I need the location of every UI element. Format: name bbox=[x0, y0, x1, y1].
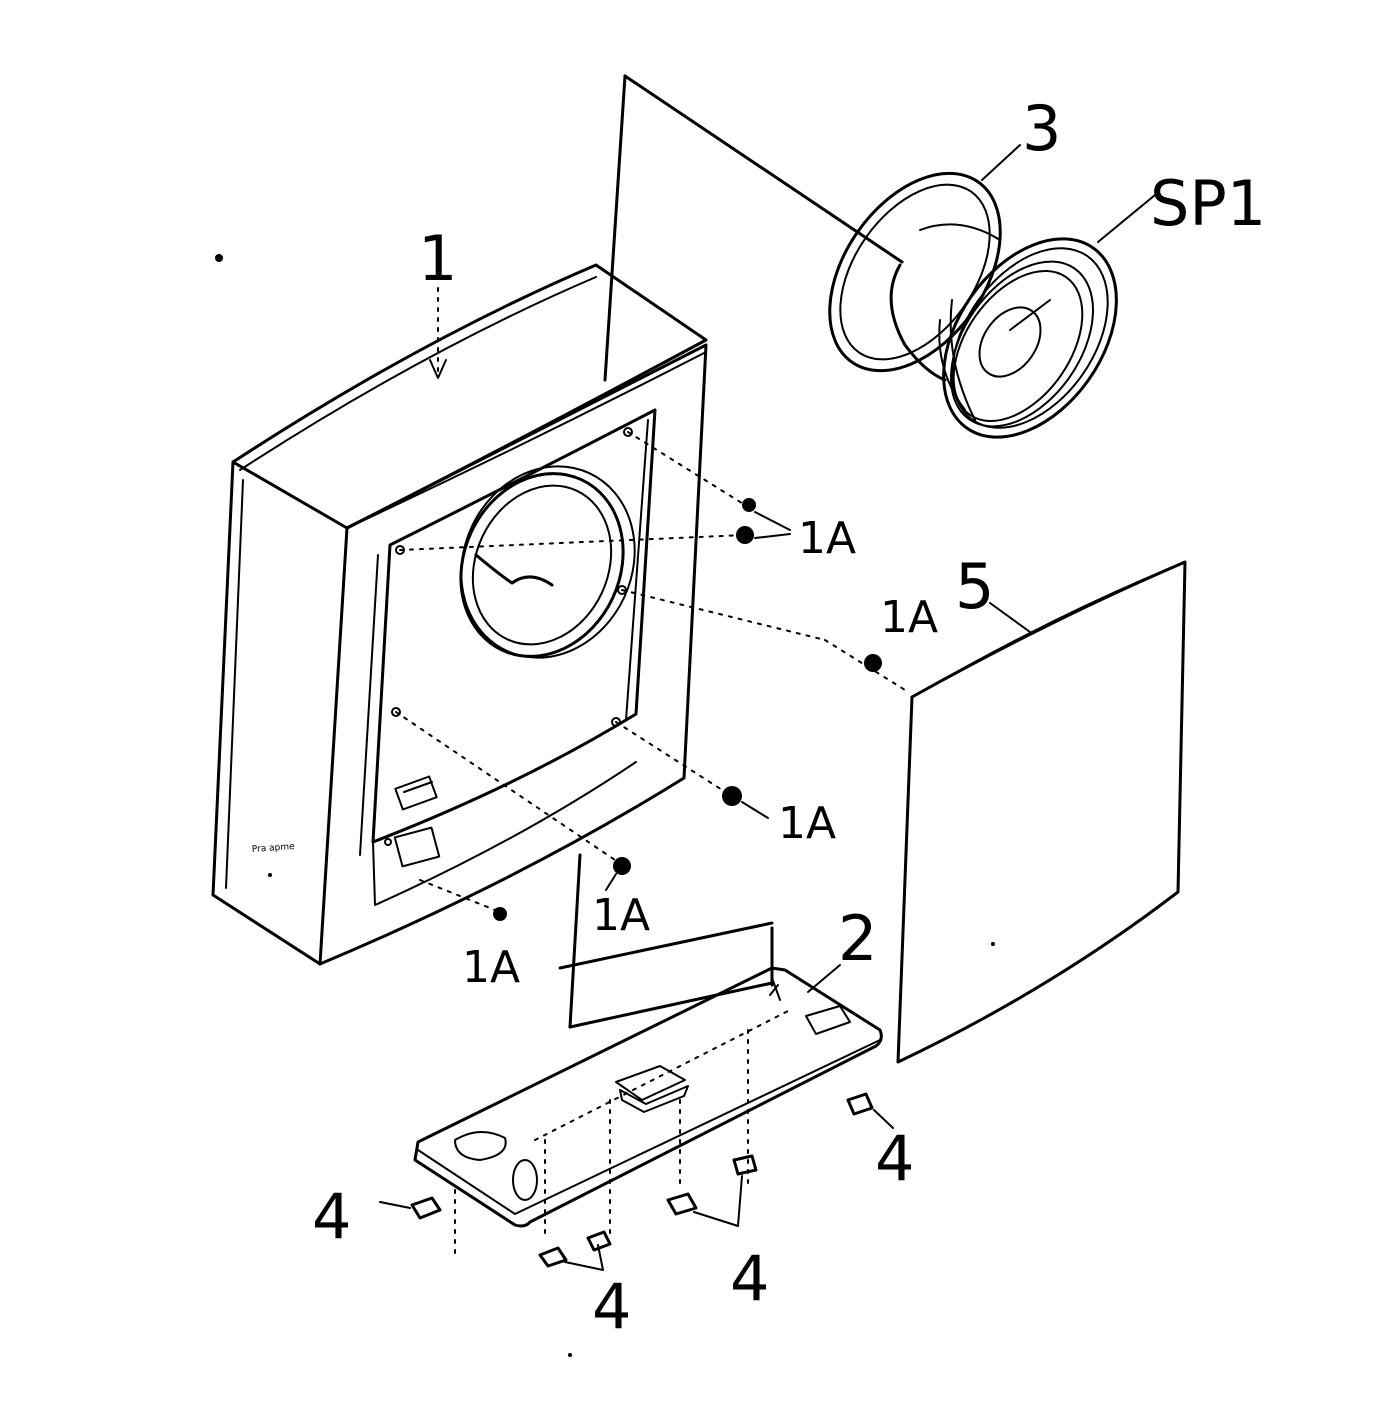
feet bbox=[410, 1092, 874, 1268]
label-screw: 1A bbox=[592, 890, 650, 941]
foot bbox=[538, 1246, 568, 1268]
screw bbox=[613, 857, 631, 875]
label-foot: 4 bbox=[730, 1242, 769, 1315]
label-base: 2 bbox=[838, 902, 877, 975]
label-speaker: SP1 bbox=[1150, 167, 1266, 240]
label-foot: 4 bbox=[312, 1180, 351, 1253]
speaker-driver bbox=[938, 237, 1118, 439]
screw bbox=[736, 526, 754, 544]
speaker-cabinet: Pra apme bbox=[211, 263, 708, 966]
screw bbox=[864, 654, 882, 672]
front-grille bbox=[896, 560, 1187, 1064]
foot bbox=[846, 1092, 874, 1116]
screw bbox=[722, 786, 742, 806]
mounting-plane bbox=[558, 74, 904, 1029]
base-plate bbox=[413, 966, 883, 1261]
label-cabinet: 1 bbox=[418, 222, 457, 295]
foot bbox=[732, 1154, 758, 1176]
label-foot: 4 bbox=[875, 1122, 914, 1195]
screw-set bbox=[395, 431, 906, 921]
screw bbox=[742, 498, 756, 512]
foot bbox=[410, 1196, 442, 1220]
label-driver-frame: 3 bbox=[1022, 92, 1061, 165]
label-grille: 5 bbox=[955, 550, 994, 623]
label-screw: 1A bbox=[798, 513, 856, 564]
foot bbox=[666, 1192, 698, 1216]
screw bbox=[493, 907, 507, 921]
label-screw: 1A bbox=[778, 798, 836, 849]
driver-frame bbox=[828, 171, 1002, 382]
cabinet-badge: Pra apme bbox=[252, 842, 296, 855]
label-screw: 1A bbox=[880, 592, 938, 643]
label-foot: 4 bbox=[592, 1270, 631, 1343]
foot bbox=[586, 1230, 612, 1252]
label-screw: 1A bbox=[462, 942, 520, 993]
